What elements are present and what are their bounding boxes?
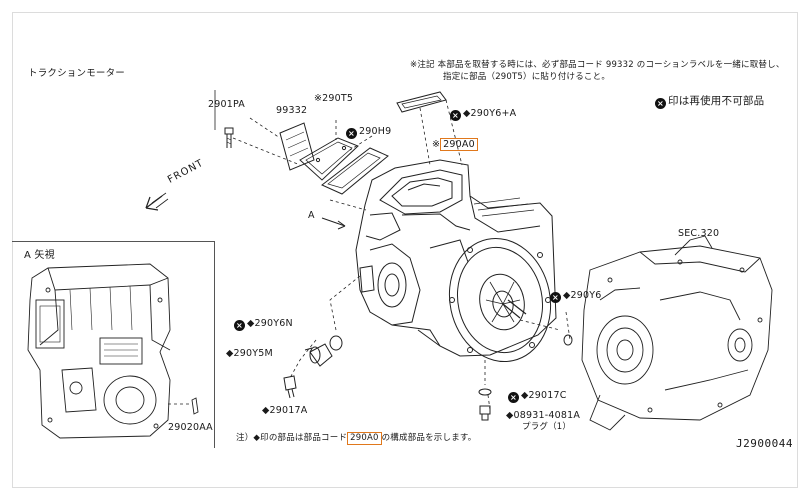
top-note-line1: ※注記 本部品を取替する時には、必ず部品コード 99332 のコーションラベルを… [410, 60, 785, 70]
front-arrow [145, 192, 169, 211]
part-label-290y6n: ×◆290Y6N [234, 318, 293, 331]
part-label-08931: ◆08931-4081A [506, 410, 581, 421]
highlight-box: 290A0 [440, 138, 478, 151]
gearbox-sec320 [581, 235, 773, 431]
inset-title: A 矢視 [24, 250, 55, 261]
not-reusable-icon: × [450, 110, 461, 121]
asterisk-icon: ※ [432, 139, 441, 150]
not-reusable-icon: × [234, 320, 245, 331]
component-diamond-icon: ◆ [463, 108, 471, 119]
traction-motor-body [355, 159, 557, 363]
asterisk-icon: ※ [314, 93, 323, 104]
component-diamond-icon: ◆ [247, 318, 255, 329]
view-a-label: A [308, 210, 315, 221]
note-asterisk: ※ [410, 60, 418, 70]
part-label-290a0: ※290A0 [432, 138, 478, 151]
part-label-290y5m: ◆290Y5M [226, 348, 273, 359]
part-label-plug: プラグ（1） [522, 422, 572, 432]
leader-lines [214, 90, 571, 411]
component-diamond-icon: ◆ [521, 390, 529, 401]
inset-motor-view [27, 263, 199, 439]
not-reusable-icon: × [508, 392, 519, 403]
view-a-arrow [321, 217, 346, 230]
footer-highlight-box: 290A0 [347, 432, 382, 445]
not-reusable-icon: × [550, 292, 561, 303]
part-label-290y6: ×◆290Y6 [550, 290, 602, 303]
washer-29017c [478, 388, 492, 396]
cover-plates [279, 91, 447, 195]
part-label-290t5: ※290T5 [314, 93, 354, 104]
bolt-2901pa [224, 127, 234, 148]
diagram-id: J2900044 [736, 437, 793, 450]
part-label-290y6a: ×◆290Y6+A [450, 108, 516, 121]
component-diamond-icon: ◆ [563, 290, 571, 301]
footer-note-suffix: の構成部品を示します。 [381, 433, 477, 443]
not-reusable-icon: × [346, 128, 357, 139]
component-diamond-icon: ◆ [506, 410, 514, 421]
part-label-sec320: SEC.320 [678, 228, 720, 239]
part-label-290h9: ×290H9 [346, 126, 391, 139]
oring-290y6 [563, 334, 573, 346]
part-label-29017a: ◆29017A [262, 405, 308, 416]
not-reusable-icon: × [655, 98, 666, 109]
footer-note-prefix: 注）◆印の部品は部品コード [236, 433, 348, 443]
page-border [12, 12, 798, 488]
note-text-1: 本部品を取替する時には、必ず部品コード 99332 のコーションラベルを一緒に取… [437, 60, 785, 70]
oring-290y6n [329, 335, 343, 351]
sensor-290y5m [304, 343, 333, 367]
page-title: トラクションモーター [28, 68, 126, 79]
part-label-99332: 99332 [276, 105, 308, 116]
drain-plug-08931 [479, 405, 491, 421]
part-label-2901pa: 2901PA [208, 99, 245, 110]
inset-frame [12, 241, 215, 448]
note-label: 注記 [417, 60, 435, 70]
component-diamond-icon: ◆ [226, 348, 234, 359]
part-label-29020aa: 29020AA [168, 422, 213, 433]
legend-text: 印は再使用不可部品 [668, 95, 765, 107]
plug-29017a [283, 375, 297, 399]
top-note-line2: 指定に部品（290T5）に貼り付けること。 [443, 72, 611, 82]
component-diamond-icon: ◆ [262, 405, 270, 416]
part-label-29017c: ×◆29017C [508, 390, 567, 403]
legend: ×印は再使用不可部品 [655, 96, 764, 109]
